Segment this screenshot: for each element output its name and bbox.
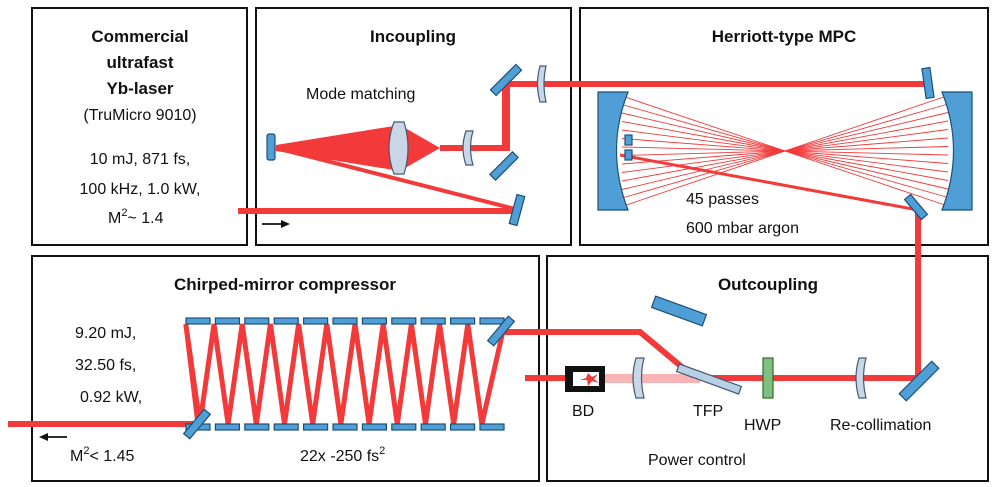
tfp-label: TFP [693,403,723,420]
laser-title-line2: ultrafast [106,53,173,72]
power-control-lens [632,357,645,399]
half-wave-plate [762,357,774,399]
output-arrow-icon [39,433,67,441]
incoupling-mirror-periscope [489,63,523,97]
compressor-out-m2: M2< 1.45 [70,445,134,465]
recollimation-lens [855,357,867,399]
power-control-label: Power control [648,452,746,469]
beam-compressor-link [504,329,697,381]
beam-mode-matching-cone [276,125,440,171]
chirped-mirror-top [391,317,417,325]
outcoupling-box [546,255,989,482]
mpc-pickoff-mirror-2 [624,149,633,161]
chirped-mirror-bottom [391,423,417,431]
mpc-right-mirror [941,91,973,211]
beam-to-curved-mirror [275,146,516,211]
hwp-label: HWP [744,417,781,434]
chirped-mirror-top [244,317,270,325]
beam-mpc-exit [619,153,919,212]
recollimation-label: Re-collimation [830,417,931,434]
mpc-pickoff-mirror-1 [624,134,633,146]
incoupling-mirror-low [489,151,519,181]
mode-matching-lens-small [462,130,474,166]
chirped-mirror-bottom [332,423,358,431]
laser-title-line3: Yb-laser [106,79,173,98]
laser-box [31,7,248,246]
laser-title-line1: Commercial [91,27,188,46]
mpc-left-mirror [597,91,629,211]
laser-model: (TruMicro 9010) [83,107,196,124]
incoupling-title: Incoupling [370,27,456,46]
beam-dump-icon [565,366,605,392]
outcoupling-fold-mirror [898,360,940,402]
compressor-box [31,255,540,482]
chirped-mirror-top [303,317,329,325]
chirped-mirror-bottom [273,423,299,431]
chirped-mirror-bottom [479,423,505,431]
chirped-mirror-top [450,317,476,325]
chirped-mirrors-top [185,317,505,325]
thin-film-polarizer [675,363,743,395]
outcoupling-title: Outcoupling [718,275,818,294]
mpc-title: Herriott-type MPC [712,27,857,46]
mpc-passes: 45 passes [686,191,759,208]
mpc-ray [621,95,949,207]
mpc-exit-mirror [903,193,929,221]
incoupling-box [255,7,572,246]
chirped-mirror-top [185,317,211,325]
compressor-out-power: 0.92 kW, [80,389,142,406]
mpc-beam-fan [621,95,949,207]
chirped-mirror-top [332,317,358,325]
chirped-mirror-bottom [214,423,240,431]
chirped-mirror-top [420,317,446,325]
compressor-gdd: 22x -250 fs2 [300,445,385,465]
compressor-input-mirror [486,315,516,347]
incoupling-lens-top [536,65,547,103]
compressor-output-mirror [182,408,212,440]
outcoupling-mirror-top [650,295,708,327]
laser-spec-line1: 10 mJ, 871 fs, [90,151,191,168]
compressor-out-energy: 9.20 mJ, [75,325,136,342]
chirped-mirror-top [361,317,387,325]
mode-matching-label: Mode matching [306,86,415,103]
compressor-zigzag-beam [183,320,508,425]
mode-matching-lens [388,121,409,175]
incoupling-curved-mirror [266,133,276,161]
chirped-mirror-top [214,317,240,325]
mpc-box [579,7,989,246]
mpc-injection-mirror [921,66,935,100]
mpc-gas: 600 mbar argon [686,220,799,237]
chirped-mirror-top [273,317,299,325]
compressor-title: Chirped-mirror compressor [174,275,396,294]
bd-label: BD [572,403,594,420]
input-arrow-icon [262,220,290,228]
laser-spec-m2: M2~ 1.4 [108,207,164,227]
chirped-mirrors-bottom [185,423,505,431]
chirped-mirror-bottom [244,423,270,431]
chirped-mirror-bottom [420,423,446,431]
chirped-mirror-bottom [361,423,387,431]
laser-spec-line2: 100 kHz, 1.0 kW, [80,181,201,198]
compressor-out-duration: 32.50 fs, [75,357,136,374]
chirped-mirror-top [479,317,505,325]
incoupling-mirror-entry [508,193,526,227]
chirped-mirror-bottom [303,423,329,431]
chirped-mirror-bottom [450,423,476,431]
